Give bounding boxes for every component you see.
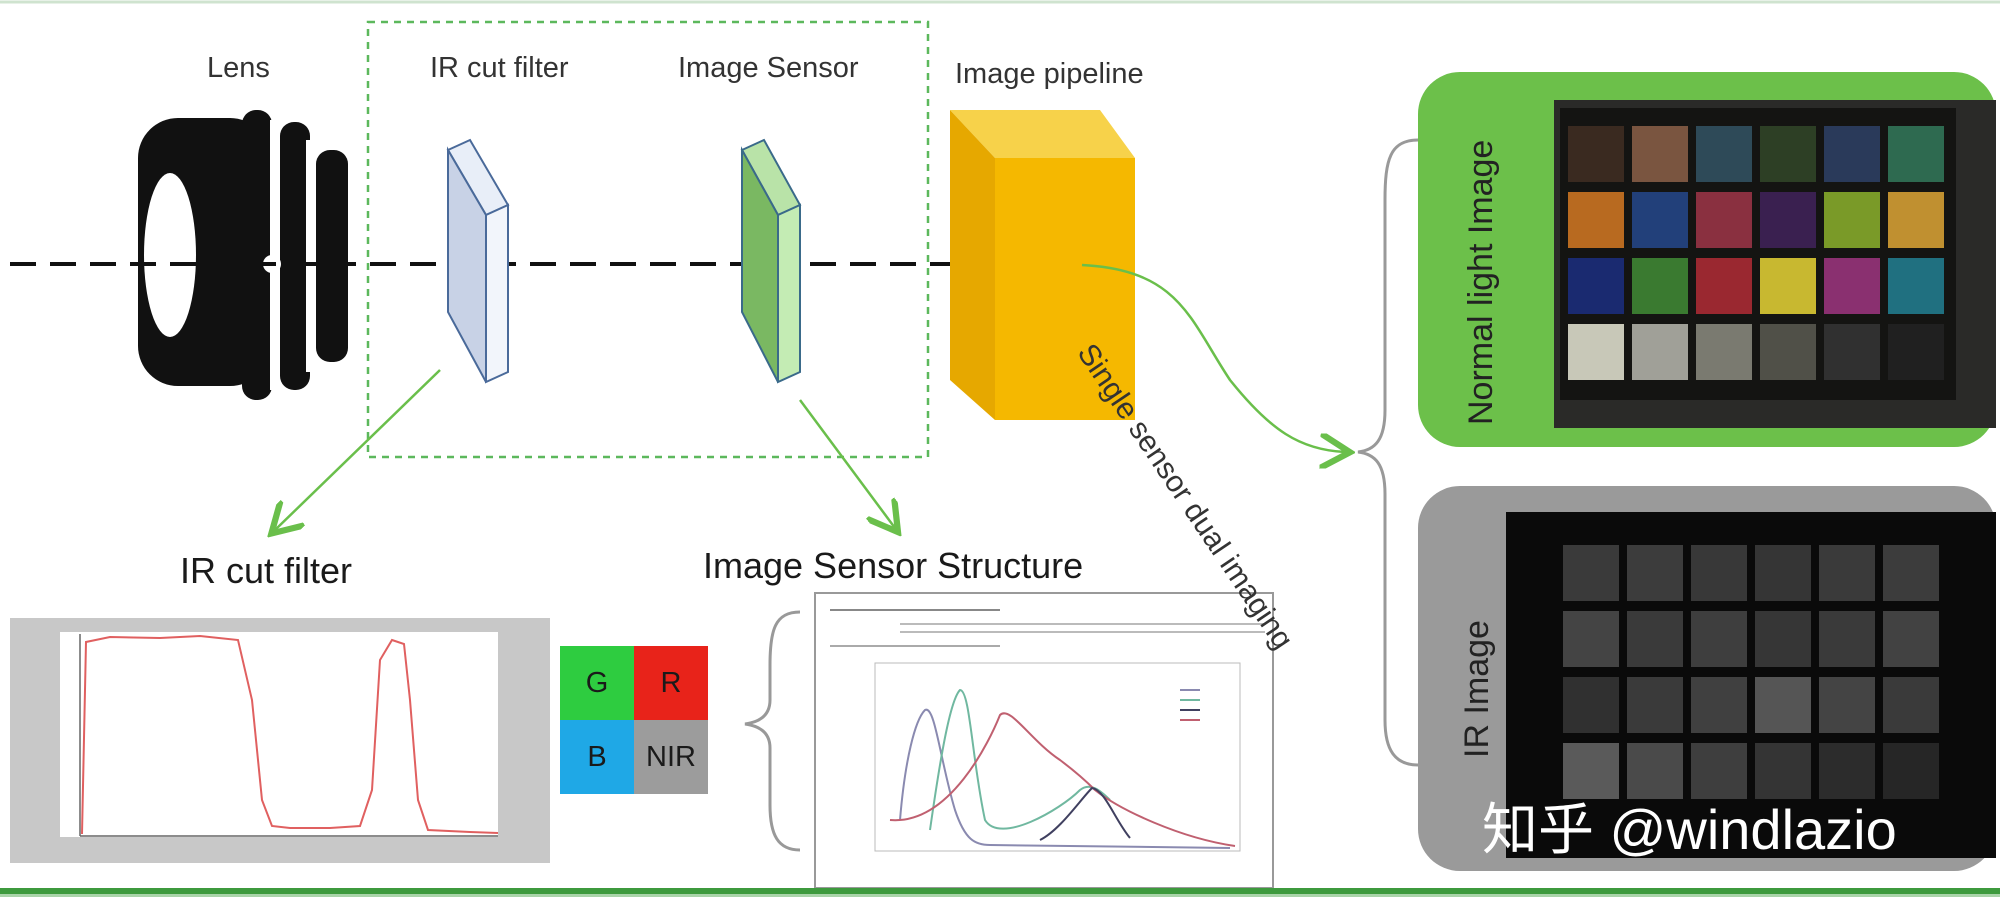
image-sensor-slab (740, 138, 802, 384)
color-checker-ir-chip (1627, 611, 1683, 667)
color-checker-ir-chip (1563, 545, 1619, 601)
color-checker-normal-chip (1888, 324, 1944, 380)
ir-cut-filter-top-label: IR cut filter (430, 52, 569, 84)
color-checker-ir-chip (1755, 677, 1811, 733)
color-checker-normal-chip (1888, 192, 1944, 248)
color-checker-ir-chip (1691, 677, 1747, 733)
color-checker-normal-chip (1824, 258, 1880, 314)
color-checker-normal-chip (1824, 192, 1880, 248)
ir-filter-chart (10, 618, 550, 863)
grid-cell-r: R (634, 646, 708, 720)
sensor-brace (744, 610, 801, 852)
color-checker-normal-chip (1696, 324, 1752, 380)
ir-cut-filter-section-label: IR cut filter (180, 550, 353, 591)
color-checker-normal-chip (1632, 126, 1688, 182)
color-checker-normal-chip (1568, 192, 1624, 248)
image-sensor-structure-label: Image Sensor Structure (703, 545, 1084, 586)
color-checker-normal-chip (1632, 192, 1688, 248)
color-checker-normal-chip (1696, 192, 1752, 248)
color-checker-ir-chip (1627, 743, 1683, 799)
color-checker-ir-chip (1627, 677, 1683, 733)
arrow-to-dual-images (1081, 263, 1345, 452)
color-checker-normal-chip (1632, 258, 1688, 314)
color-checker-normal-chip (1888, 126, 1944, 182)
dashed-group-box (366, 20, 930, 459)
color-checker-ir-chip (1883, 545, 1939, 601)
arrow-to-ir-filter-chart (275, 369, 441, 530)
color-checker-ir-chip (1819, 743, 1875, 799)
color-checker-ir-chip (1691, 743, 1747, 799)
ir-image-label: IR Image (1458, 620, 1496, 758)
right-brace (1357, 138, 1419, 767)
color-checker-ir-chip (1883, 611, 1939, 667)
color-checker-ir-chip (1883, 677, 1939, 733)
color-checker-ir-chip (1691, 611, 1747, 667)
color-checker-ir-chip (1691, 545, 1747, 601)
color-checker-ir-chip (1755, 545, 1811, 601)
color-checker-normal-chip (1760, 258, 1816, 314)
color-checker-normal-chip (1696, 126, 1752, 182)
color-checker-ir-chip (1883, 743, 1939, 799)
grid-cell-b: B (560, 720, 634, 794)
image-pipeline-box (950, 110, 1135, 420)
color-checker-ir-chip (1563, 743, 1619, 799)
color-checker-normal-chip (1568, 258, 1624, 314)
color-checker-ir-chip (1819, 545, 1875, 601)
color-checker-normal-chip (1568, 324, 1624, 380)
color-checker-ir-chip (1563, 611, 1619, 667)
grid-cell-nir: NIR (634, 720, 708, 794)
image-pipeline-label: Image pipeline (955, 58, 1144, 90)
lens-icon (138, 110, 348, 400)
color-checker-normal-chip (1824, 126, 1880, 182)
watermark: 知乎 @windlazio (1482, 798, 1897, 861)
color-checker-ir-chip (1819, 677, 1875, 733)
color-checker-ir-chip (1563, 677, 1619, 733)
color-checker-normal-chip (1760, 192, 1816, 248)
color-checker-normal-chip (1696, 258, 1752, 314)
color-checker-ir-chip (1755, 611, 1811, 667)
ir-cut-filter-slab (446, 138, 510, 384)
image-sensor-top-label: Image Sensor (678, 52, 859, 84)
arrow-to-sensor-structure (798, 399, 895, 528)
color-checker-ir-chip (1627, 545, 1683, 601)
color-checker-normal-chip (1760, 324, 1816, 380)
color-checker-normal-chip (1568, 126, 1624, 182)
color-checker-normal-chip (1760, 126, 1816, 182)
normal-light-image-label: Normal light Image (1462, 139, 1500, 425)
bottom-bar (0, 888, 2000, 894)
sensor-qe-chart (814, 592, 1274, 889)
lens-label: Lens (207, 52, 270, 84)
color-checker-normal-chip (1824, 324, 1880, 380)
color-checker-ir-chip (1819, 611, 1875, 667)
color-checker-ir-chip (1755, 743, 1811, 799)
color-checker-normal-chip (1632, 324, 1688, 380)
color-checker-normal-chip (1888, 258, 1944, 314)
grid-cell-g: G (560, 646, 634, 720)
